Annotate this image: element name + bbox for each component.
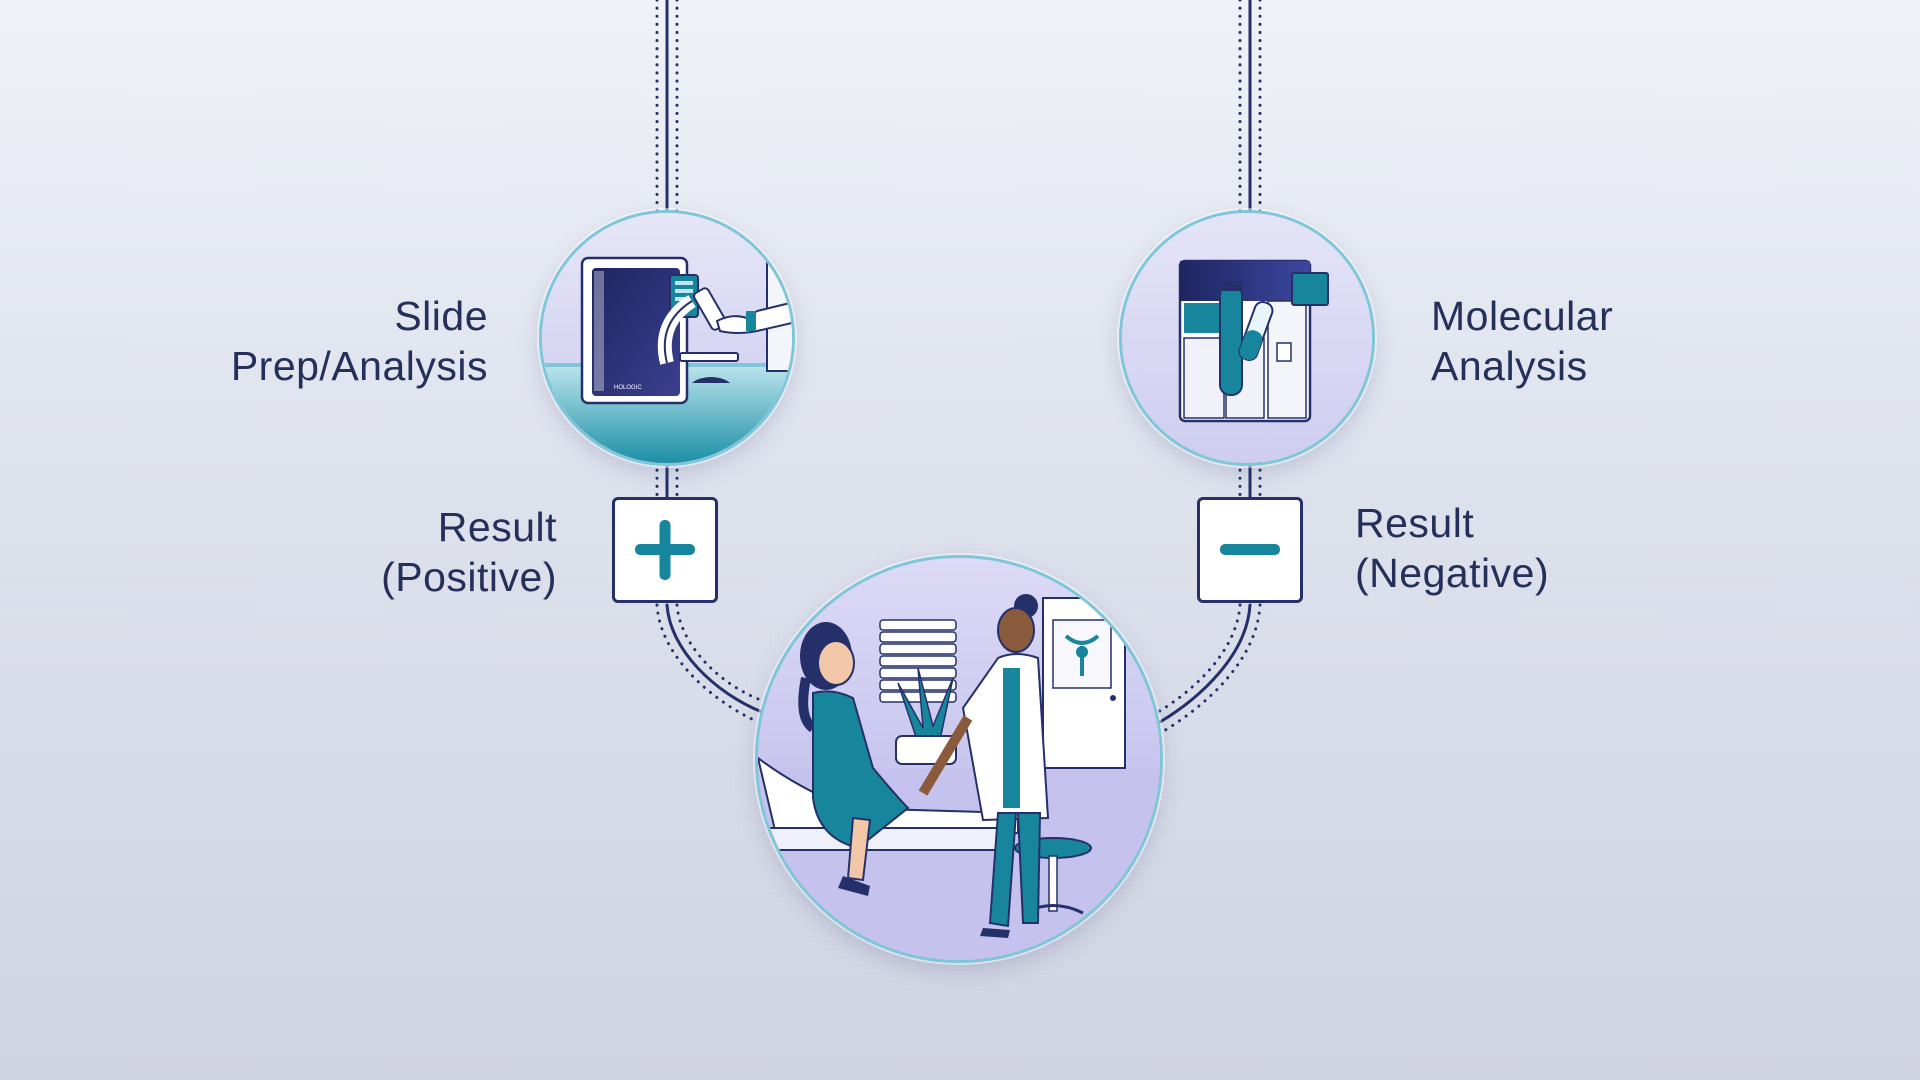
window-blinds xyxy=(879,619,957,703)
slide-processor-microscope-illustration: HOLOGIC xyxy=(542,213,792,463)
minus-icon xyxy=(1220,544,1280,555)
negative-result-box xyxy=(1197,497,1303,603)
doctor-figure xyxy=(918,594,1050,938)
molecular-analyzer-illustration xyxy=(1122,213,1372,463)
molecular-disc xyxy=(1119,210,1375,466)
result-negative-label-line1: Result xyxy=(1355,500,1475,546)
molecular-label: Molecular Analysis xyxy=(1431,291,1613,391)
slide-prep-label-line2: Prep/Analysis xyxy=(230,343,488,389)
molecular-label-line1: Molecular xyxy=(1431,293,1614,339)
clinic-disc xyxy=(755,555,1163,963)
positive-result-box xyxy=(612,497,718,603)
slide-prep-label: Slide Prep/Analysis xyxy=(231,291,488,391)
result-positive-label-line2: (Positive) xyxy=(381,554,557,600)
result-negative-label: Result (Negative) xyxy=(1355,498,1549,598)
device-brand-text: HOLOGIC xyxy=(614,385,642,391)
molecular-label-line2: Analysis xyxy=(1431,343,1588,389)
result-positive-label: Result (Positive) xyxy=(381,502,557,602)
slide-prep-disc: HOLOGIC xyxy=(539,210,795,466)
patient-figure xyxy=(798,622,910,896)
slide-prep-label-line1: Slide xyxy=(394,293,488,339)
result-negative-label-line2: (Negative) xyxy=(1355,550,1550,596)
doctor-patient-consultation-illustration xyxy=(758,558,1160,960)
result-positive-label-line1: Result xyxy=(437,504,557,550)
right-curve-track xyxy=(1156,603,1242,714)
plus-icon xyxy=(635,520,695,580)
